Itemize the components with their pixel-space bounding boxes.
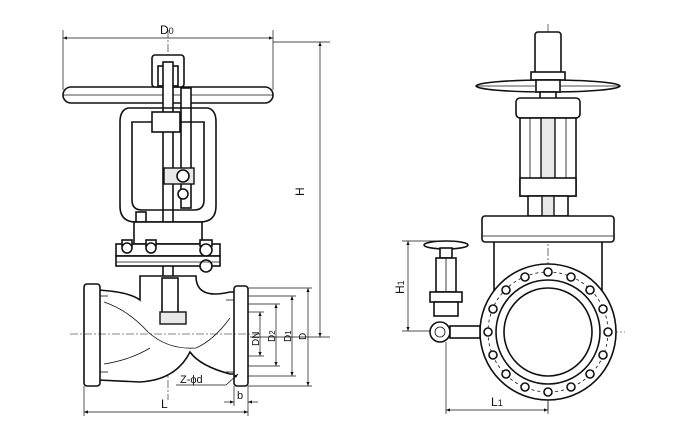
side-view: D0 H DN D2 D1 D (62, 23, 330, 416)
svg-text:L1: L1 (491, 395, 503, 409)
label-d2: D (267, 335, 278, 342)
label-l1-sub: 1 (498, 398, 503, 408)
label-h: H (293, 187, 307, 196)
label-h1: H (393, 285, 407, 294)
front-flange (479, 263, 617, 401)
label-h1-sub: 1 (396, 280, 406, 285)
front-view: H1 L1 (393, 24, 625, 414)
label-d0-sub: 0 (169, 26, 174, 36)
dimension-l: L (83, 386, 249, 416)
right-flange (226, 285, 249, 387)
label-d1: D (283, 335, 294, 342)
dimension-bolt-holes: Z-ϕd (176, 373, 239, 386)
bonnet (115, 221, 221, 273)
left-flange (83, 283, 108, 387)
dimension-l1: L1 (445, 342, 549, 414)
dimension-h1: H1 (393, 240, 436, 332)
dimension-b: b (224, 386, 258, 406)
bypass-valve (423, 240, 481, 343)
front-handwheel (475, 31, 621, 101)
label-d2-sub: 2 (268, 330, 277, 335)
label-z-phi-d: Z-ϕd (180, 374, 203, 386)
dimension-flange-diameters: DN D2 D1 D (248, 287, 312, 387)
label-dn: DN (251, 332, 262, 346)
svg-text:D1: D1 (283, 330, 294, 342)
label-l: L (161, 397, 168, 411)
front-yoke (515, 97, 581, 217)
svg-text:D0: D0 (160, 23, 174, 37)
valve-body (97, 275, 237, 383)
label-d0: D (160, 23, 169, 37)
label-l1: L (491, 395, 498, 409)
dimension-d0: D0 (62, 23, 274, 90)
front-bonnet (481, 215, 615, 300)
label-d1-sub: 1 (284, 330, 293, 335)
label-b: b (237, 390, 243, 402)
svg-text:D2: D2 (267, 330, 278, 342)
label-d: D (298, 333, 309, 340)
dimension-h: H (250, 41, 330, 338)
svg-text:H1: H1 (393, 280, 407, 294)
